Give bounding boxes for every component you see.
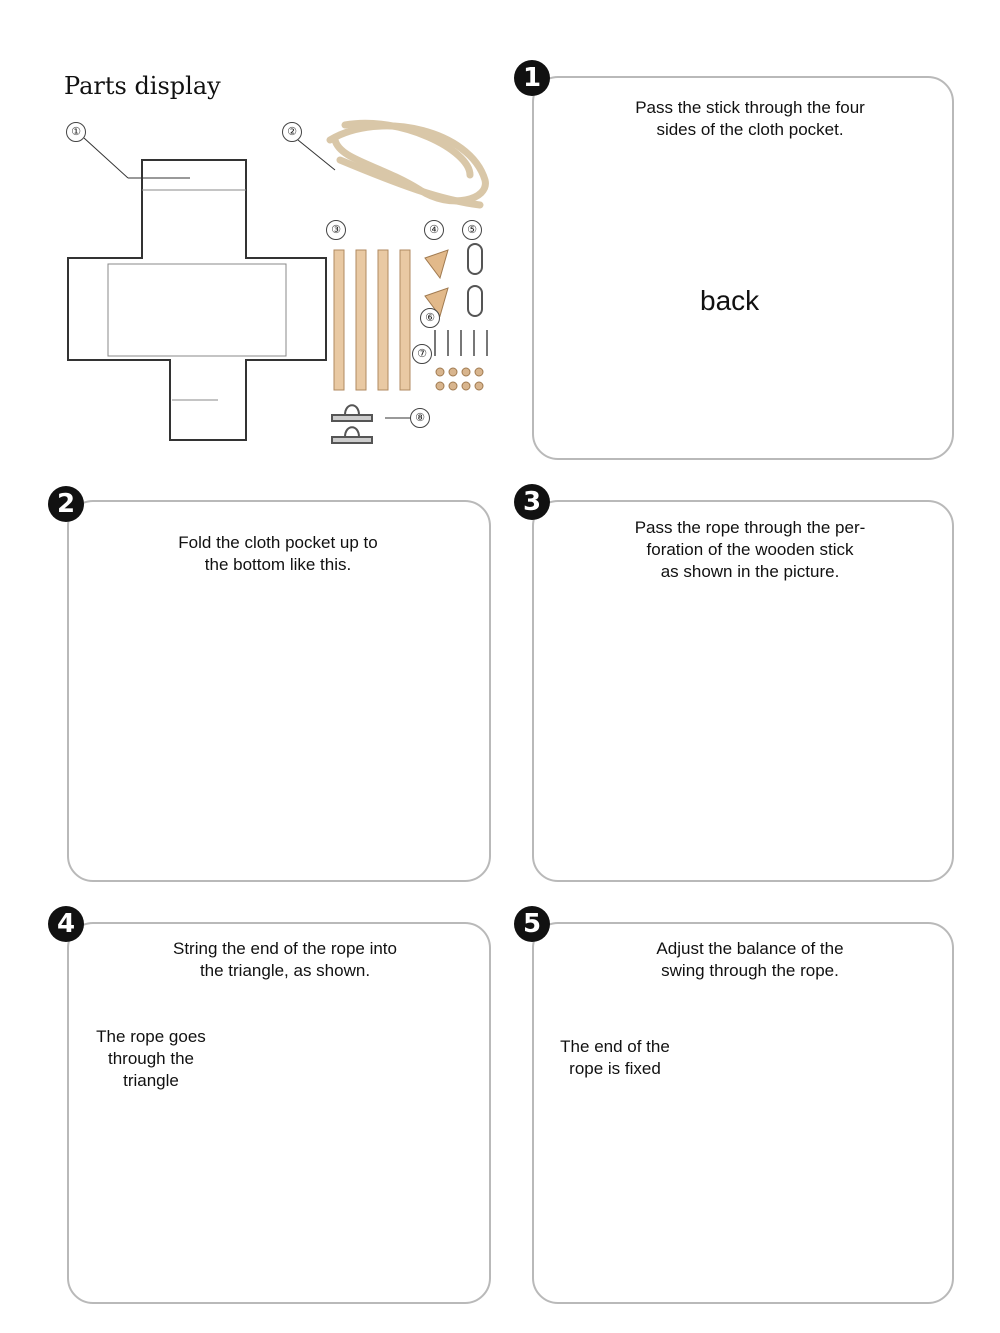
step-5-caption: Adjust the balance of the swing through … [656,939,844,980]
step-5-badge: 5 [514,906,550,942]
step-2-badge: 2 [48,486,84,522]
step-5-note: The end of the rope is fixed [560,1037,670,1078]
part-number-5: ⑤ [462,220,482,240]
ceiling-hook-parts [331,404,373,444]
step-4-note: The rope goes through the triangle [96,1027,206,1090]
part-number-6: ⑥ [420,308,440,328]
step-2-caption: Fold the cloth pocket up to the bottom l… [178,533,378,574]
triangle-parts [424,249,449,318]
part-number-2: ② [282,122,302,142]
part-number-3: ③ [326,220,346,240]
parts-title: Parts display [64,72,221,100]
step-1-caption: Pass the stick through the four sides of… [635,98,865,139]
step-3-caption: Pass the rope through the per- foration … [634,518,866,581]
step-1-badge: 1 [514,60,550,96]
step-1-panel [532,76,954,460]
step-1-back-label: back [700,285,760,316]
step-4-badge: 4 [48,906,84,942]
step-3-badge: 3 [514,484,550,520]
step-4-caption: String the end of the rope into the tria… [173,939,397,980]
step-4-panel [67,922,491,1304]
screw-parts [434,330,488,356]
cloth-pocket-part [67,137,327,441]
part-number-4: ④ [424,220,444,240]
carabiner-parts [467,243,483,317]
wooden-sticks-part [333,249,411,391]
part-number-8: ⑧ [410,408,430,428]
washer-parts [435,367,484,391]
step-5-panel [532,922,954,1304]
step-2-panel [67,500,491,882]
rope-coil-part [326,119,489,209]
part-number-1: ① [66,122,86,142]
step-3-panel [532,500,954,882]
part-number-7: ⑦ [412,344,432,364]
